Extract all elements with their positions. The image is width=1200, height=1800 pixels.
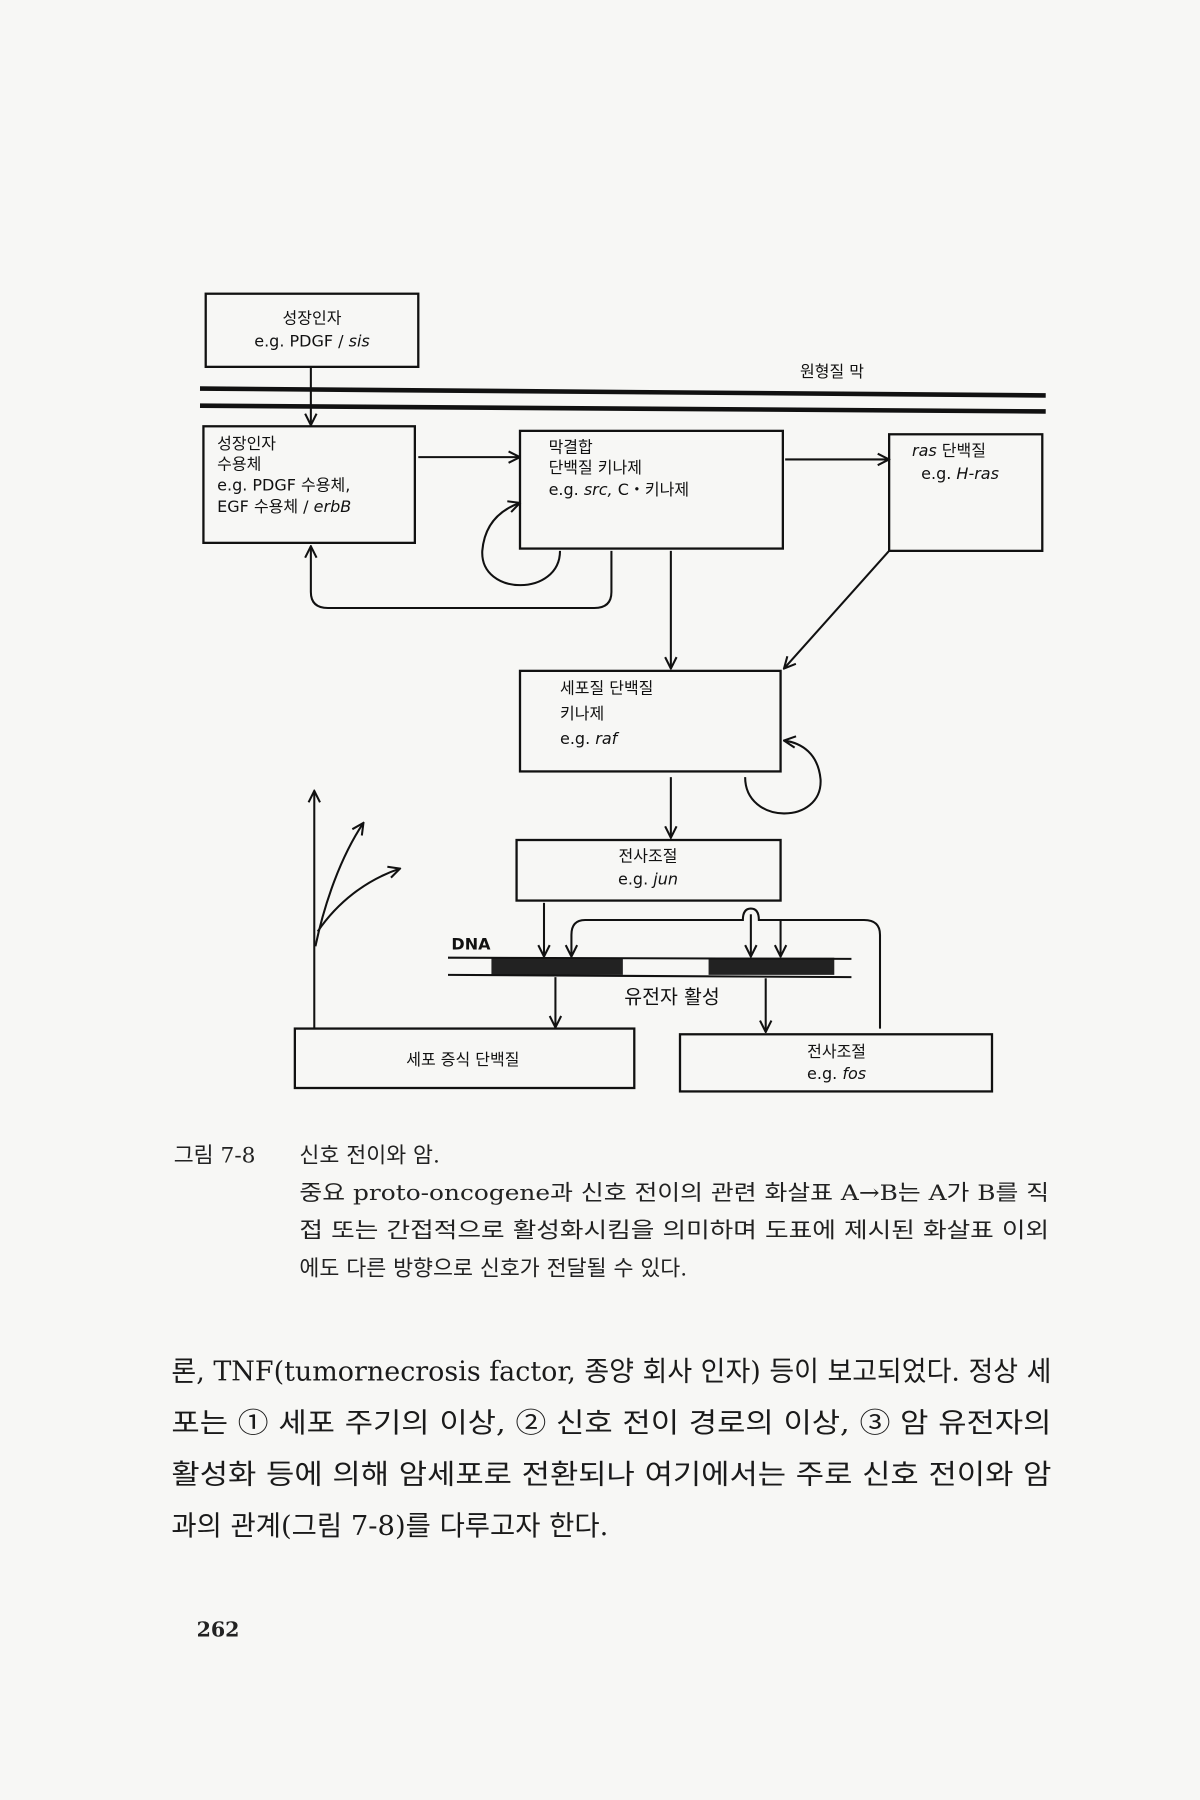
body-line: 과의 관계(그림 7-8)를 다루고자 한다.	[171, 1511, 608, 1542]
growth-factor-label: 성장인자	[283, 308, 342, 327]
cytoplasmic-kinase-line3: e.g. raf	[560, 729, 620, 748]
dna-label: DNA	[451, 935, 491, 954]
proliferation-protein-label: 세포 증식 단백질	[406, 1050, 519, 1069]
gene-block-2	[708, 957, 835, 975]
membrane-kinase-line1: 막결합	[549, 438, 593, 457]
cytoplasmic-kinase-box	[518, 669, 782, 773]
fos-line1: 전사조절	[807, 1042, 866, 1061]
gene-activation-label: 유전자 활성	[624, 985, 719, 1008]
membrane-kinase-box	[518, 429, 784, 550]
ras-line1: ras 단백질	[912, 441, 986, 460]
cytoplasmic-kinase-line1: 세포질 단백질	[560, 679, 653, 698]
arrow-fos-feedback-to-dna	[571, 907, 882, 1029]
proliferation-protein-box	[293, 1027, 636, 1090]
proliferation-branch-arrow-2	[316, 869, 400, 933]
transcription-fos-box	[678, 1033, 994, 1093]
body-line: 포는 ① 세포 주기의 이상, ② 신호 전이 경로의 이상, ③ 암 유전자의	[171, 1408, 1051, 1439]
feedback-arrow-to-receptor	[311, 546, 613, 610]
cytoplasmic-kinase-line2: 키나제	[560, 704, 604, 723]
kinase-self-loop-arrow	[481, 503, 562, 587]
membrane-line-inner	[199, 403, 1046, 414]
arrow-ras-to-cytoplasmic	[784, 550, 890, 669]
body-line: 활성화 등에 의해 암세포로 전환되나 여기에서는 주로 신호 전이와 암	[171, 1459, 1051, 1490]
dna-strand-bottom	[447, 973, 852, 979]
jun-line2: e.g. jun	[618, 870, 678, 889]
growth-factor-box	[204, 292, 420, 368]
receptor-line2: 수용체	[217, 455, 261, 474]
figure-caption: 그림 7-8 신호 전이와 암. 중요 proto-oncogene과 신호 전…	[174, 1143, 1049, 1281]
membrane-line-outer	[199, 386, 1046, 398]
transcription-jun-box	[515, 838, 782, 902]
jun-line1: 전사조절	[619, 847, 678, 866]
receptor-box	[202, 425, 416, 544]
body-line: 론, TNF(tumornecrosis factor, 종양 회사 인자) 등…	[171, 1357, 1051, 1388]
membrane-kinase-line3: e.g. src, C・키나제	[549, 480, 689, 499]
receptor-line1: 성장인자	[217, 434, 276, 453]
receptor-line3: e.g. PDGF 수용체,	[217, 475, 350, 494]
dna-strand-top	[447, 956, 852, 960]
caption-line: 중요 proto-oncogene과 신호 전이의 관련 화살표 A→B는 A가…	[299, 1181, 1049, 1206]
growth-factor-example: e.g. PDGF / sis	[254, 331, 370, 350]
receptor-line4: EGF 수용체 / erbB	[217, 497, 351, 516]
signal-transduction-diagram: 원형질 막 성장인자 e.g. PDGF / sis 성장인자 수용체 e.g.…	[199, 292, 1046, 1093]
caption-number: 그림 7-8	[174, 1143, 256, 1168]
body-text: 론, TNF(tumornecrosis factor, 종양 회사 인자) 등…	[171, 1357, 1051, 1542]
caption-line: 에도 다른 방향으로 신호가 전달될 수 있다.	[299, 1256, 687, 1281]
fos-line2: e.g. fos	[807, 1064, 866, 1083]
proliferation-branch-arrow-1	[314, 823, 363, 947]
ras-box	[888, 433, 1044, 552]
page-number: 262	[197, 1618, 240, 1642]
membrane-kinase-line2: 단백질 키나제	[549, 458, 642, 477]
caption-title: 신호 전이와 암.	[299, 1143, 440, 1168]
caption-line: 접 또는 간접적으로 활성화시킴을 의미하며 도표에 제시된 화살표 이외	[299, 1219, 1049, 1244]
gene-block-1	[491, 957, 623, 975]
cytoplasmic-self-loop-arrow	[744, 741, 822, 815]
membrane-label: 원형질 막	[800, 362, 864, 381]
ras-line2: e.g. H-ras	[921, 464, 999, 483]
